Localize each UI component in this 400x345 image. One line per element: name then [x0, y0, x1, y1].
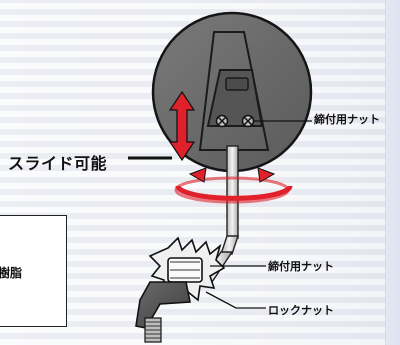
resin-callout-box: 樹脂	[0, 215, 67, 327]
slide-arrow	[128, 90, 196, 162]
lock-nut-leader	[205, 291, 266, 309]
slide-label: スライド可能	[8, 154, 108, 173]
right-edge-strip	[385, 0, 400, 345]
mount-screws	[215, 114, 255, 128]
base-mount	[135, 281, 191, 343]
rotation-arrows	[174, 167, 293, 204]
lock-nut-label: ロックナット	[268, 304, 334, 317]
tighten-nut-mid-label: 締付用ナット	[268, 260, 334, 273]
tighten-nut-top-label: 締付用ナット	[314, 113, 380, 126]
resin-label: 樹脂	[0, 266, 23, 280]
